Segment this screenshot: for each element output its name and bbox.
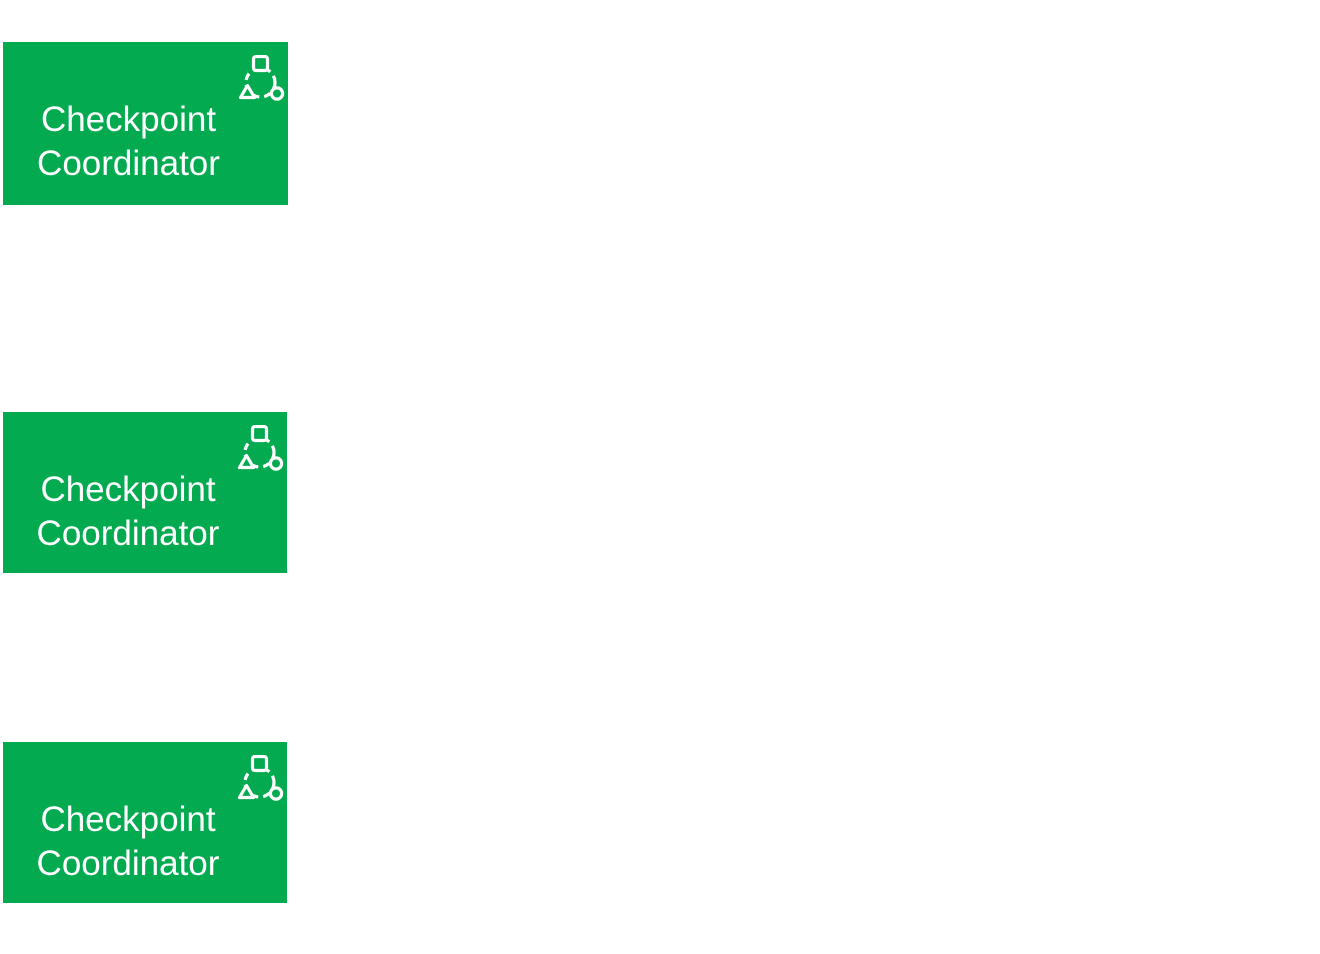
coordinator-label-line1: Checkpoint bbox=[40, 800, 216, 839]
checkpoint-coordinator-box: Checkpoint Coordinator bbox=[3, 742, 287, 903]
checkpoint-coordinator-icon bbox=[237, 425, 284, 471]
coordinator-label: Checkpoint Coordinator bbox=[3, 468, 253, 556]
coordinator-label-line1: Checkpoint bbox=[40, 100, 217, 139]
checkpoint-coordinator-box: Checkpoint Coordinator bbox=[3, 412, 287, 573]
coordinator-label: Checkpoint Coordinator bbox=[3, 798, 253, 886]
checkpoint-coordinator-box: Checkpoint Coordinator bbox=[3, 42, 288, 205]
coordinator-label-line2: Coordinator bbox=[36, 844, 220, 883]
coordinator-label-line1: Checkpoint bbox=[40, 470, 216, 509]
coordinator-label: Checkpoint Coordinator bbox=[3, 98, 254, 186]
checkpoint-coordinator-icon bbox=[238, 55, 285, 101]
checkpoint-coordinator-icon bbox=[237, 755, 284, 801]
coordinator-label-line2: Coordinator bbox=[37, 144, 220, 183]
coordinator-label-line2: Coordinator bbox=[36, 514, 220, 553]
